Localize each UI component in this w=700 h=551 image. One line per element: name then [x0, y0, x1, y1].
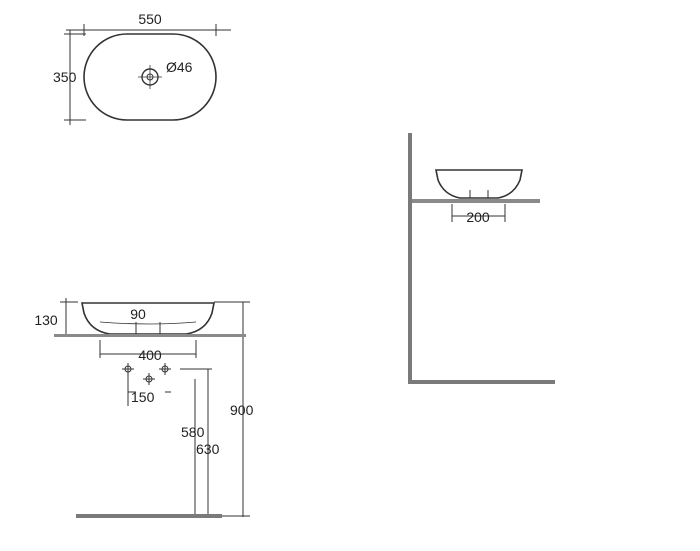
inner-90-label: 90	[130, 306, 146, 322]
basin-outline-front	[81, 302, 215, 335]
dim-150-label: 150	[131, 389, 155, 405]
tap-holes	[122, 363, 171, 385]
basin-outline-side	[435, 169, 523, 199]
side-counter-slab	[412, 199, 540, 203]
counter-slab	[54, 334, 246, 337]
dim-900-label: 900	[230, 402, 254, 418]
depth-label: 350	[53, 69, 77, 85]
dim-400-label: 400	[138, 347, 162, 363]
dim-630-label: 630	[196, 441, 220, 457]
height-130-label: 130	[34, 312, 58, 328]
dim-200-label: 200	[466, 209, 490, 225]
front-view	[54, 298, 250, 517]
width-label: 550	[138, 11, 162, 27]
wall	[408, 133, 412, 384]
wall-floor	[408, 380, 555, 384]
waste-label: Ø46	[166, 59, 193, 75]
side-view	[435, 169, 523, 222]
top-view	[64, 24, 231, 125]
dim-580-label: 580	[181, 424, 205, 440]
basin-outline-top	[83, 33, 217, 121]
floor-line	[76, 514, 222, 518]
